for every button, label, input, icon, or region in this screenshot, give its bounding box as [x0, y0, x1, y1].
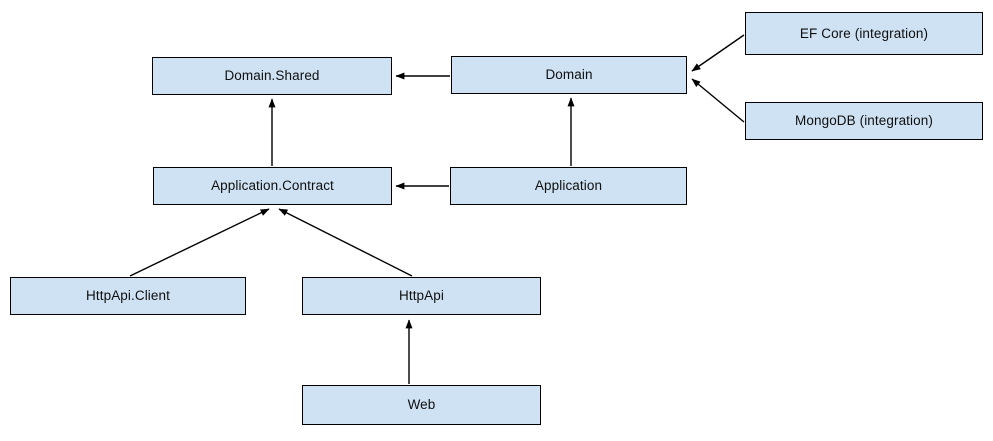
module-node-application[interactable]: Application [450, 167, 687, 205]
module-node-domain-shared[interactable]: Domain.Shared [152, 57, 392, 95]
module-node-label: Application.Contract [211, 178, 334, 194]
module-node-label: HttpApi.Client [86, 288, 170, 304]
module-node-domain[interactable]: Domain [451, 56, 687, 94]
module-node-application-contract[interactable]: Application.Contract [153, 167, 392, 205]
module-node-ef-core[interactable]: EF Core (integration) [745, 12, 983, 55]
module-node-label: Domain.Shared [224, 68, 320, 84]
module-node-mongodb[interactable]: MongoDB (integration) [745, 102, 983, 140]
module-node-label: HttpApi [399, 288, 444, 304]
dependency-arrow [691, 34, 745, 72]
module-node-label: EF Core (integration) [799, 25, 929, 41]
module-node-label: Web [407, 397, 436, 413]
module-node-web[interactable]: Web [302, 385, 541, 425]
module-node-label: MongoDB (integration) [795, 113, 933, 129]
dependency-arrow [129, 208, 270, 277]
dependency-arrow [691, 78, 745, 123]
module-node-label: Domain [545, 67, 593, 83]
module-node-httpapi-client[interactable]: HttpApi.Client [10, 277, 246, 315]
module-node-httpapi[interactable]: HttpApi [302, 277, 541, 315]
module-node-label: Application [534, 178, 603, 194]
dependency-arrow [278, 208, 413, 277]
